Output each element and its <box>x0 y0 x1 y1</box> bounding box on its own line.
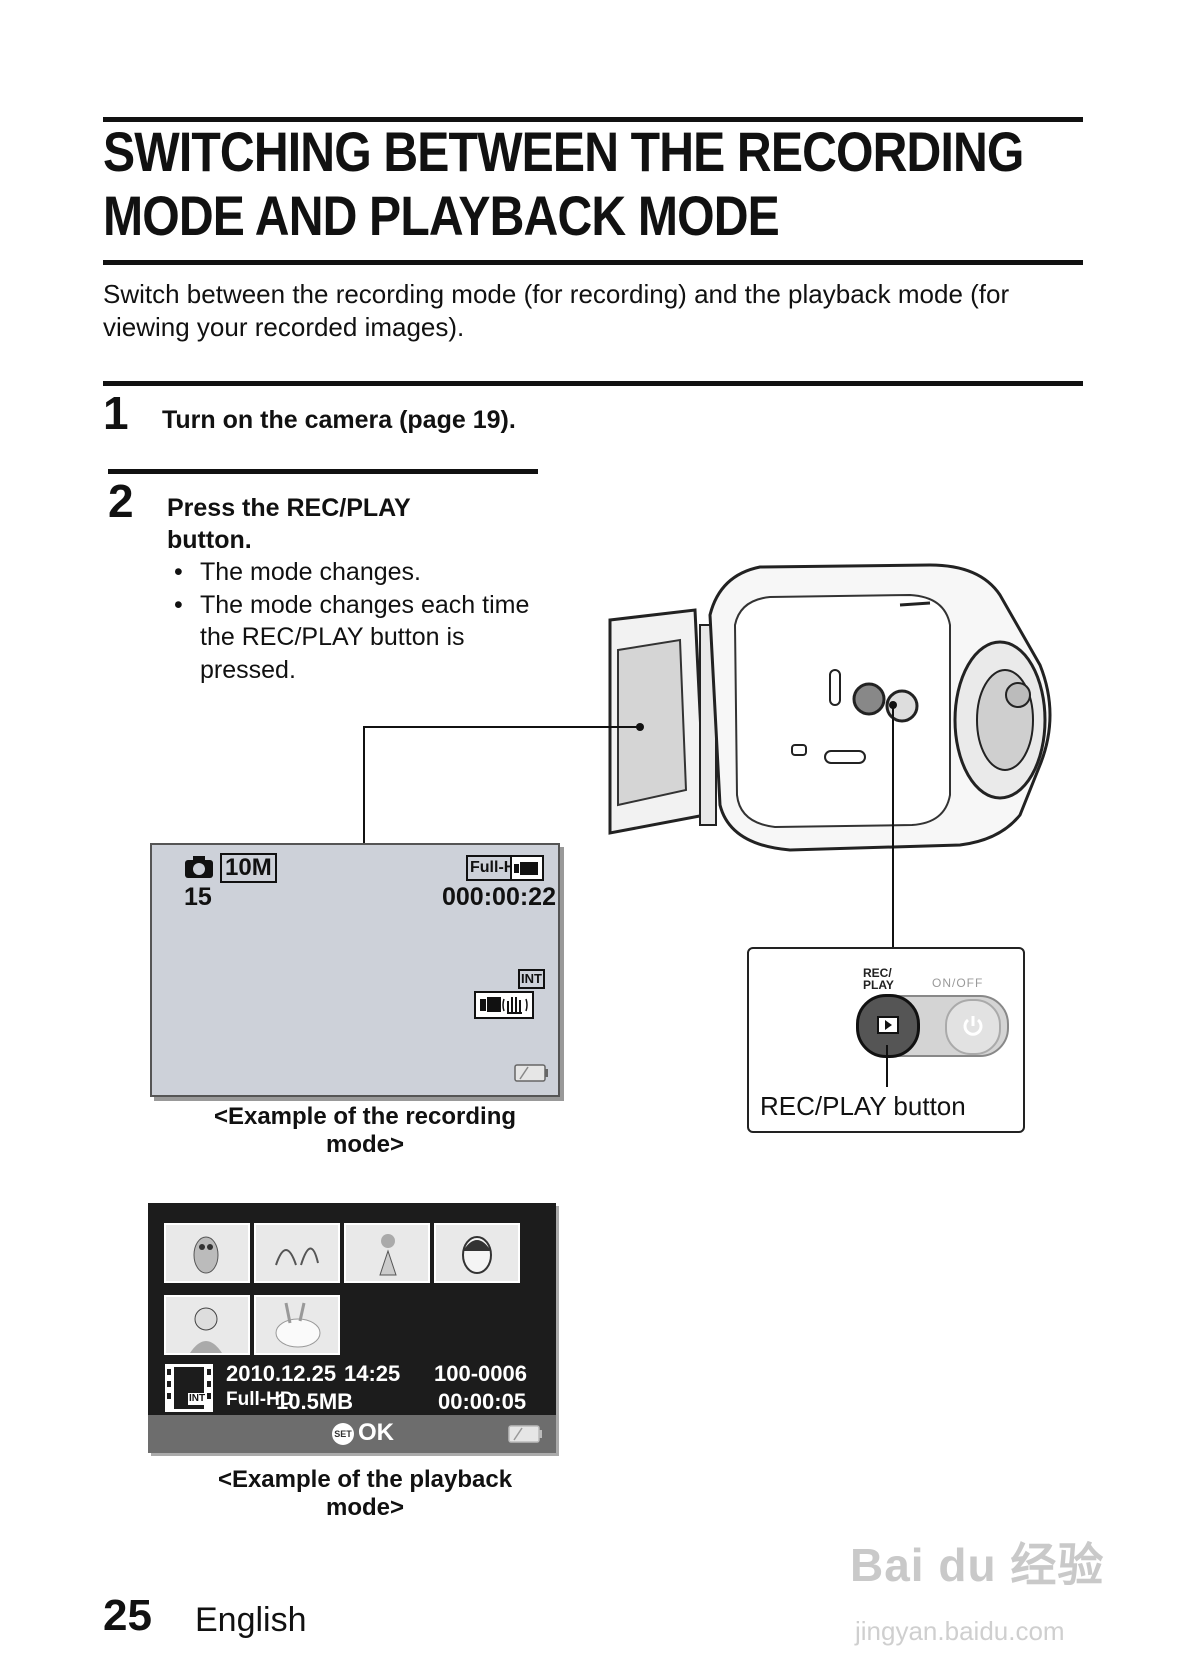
playback-caption-line2: mode> <box>325 1494 405 1521</box>
thumbnail-owl <box>164 1223 250 1283</box>
title-line-1: SWITCHING BETWEEN THE RECORDING <box>103 120 1024 183</box>
title-line-2: MODE AND PLAYBACK MODE <box>103 184 780 247</box>
power-callout-button <box>945 999 1001 1055</box>
baidu-watermark: Bai du 经验 <box>850 1539 1105 1591</box>
camera-port-1 <box>791 744 807 756</box>
recording-caption-line1: <Example of the recording <box>213 1103 517 1130</box>
playback-mode-screen: INT 2010.12.25 14:25 100-0006 Full-HD 10… <box>148 1203 556 1453</box>
camera-lcd-glass <box>617 638 688 807</box>
step1-rule <box>103 381 1083 386</box>
language-label: English <box>195 1601 307 1639</box>
thumbnail-woman <box>164 1295 250 1355</box>
step2-bullet-1: The mode changes. <box>170 556 550 589</box>
playback-file-size: 10.5MB <box>276 1389 354 1414</box>
step2-rule <box>108 469 538 474</box>
thumbnail-birds <box>254 1223 340 1283</box>
step1-text: Turn on the camera (page 19). <box>162 406 516 434</box>
recording-time-remaining: 000:00:22 <box>442 883 556 911</box>
playback-bottom-bar: SET OK <box>148 1415 556 1453</box>
camera-back-panel <box>733 593 951 829</box>
step2-text: Press the REC/PLAY button. <box>167 492 411 556</box>
camera-slot <box>829 669 841 706</box>
step2-number: 2 <box>108 475 134 527</box>
camera-illustration <box>608 563 1052 852</box>
camera-port-2 <box>824 750 866 764</box>
top-rule <box>103 117 1083 122</box>
thumbnail-portrait <box>434 1223 520 1283</box>
camera-rec-play-button <box>852 682 886 716</box>
recording-caption-line2: mode> <box>325 1131 405 1158</box>
title-bottom-rule <box>103 260 1083 265</box>
rec-play-callout-button <box>856 994 920 1058</box>
page-title: SWITCHING BETWEEN THE RECORDING MODE AND… <box>103 120 1024 248</box>
step2-bullets: The mode changes. The mode changes each … <box>170 556 550 686</box>
baidu-watermark-url: jingyan.baidu.com <box>855 1616 1065 1646</box>
play-icon <box>877 1016 899 1034</box>
film-strip-icon <box>165 1364 213 1412</box>
recording-mode-caption: <Example of the recording mode> <box>170 1103 560 1159</box>
step2-text-line2: button. <box>167 526 252 554</box>
step1-number: 1 <box>103 387 129 439</box>
resolution-badge: 10M <box>220 853 277 883</box>
camera-power-button <box>885 689 919 723</box>
callout-pointer-line <box>886 1045 888 1087</box>
internal-memory-badge: INT <box>518 969 545 989</box>
playback-file-number: 100-0006 <box>434 1361 527 1386</box>
playback-storage-badge: INT <box>188 1393 207 1405</box>
playback-mode-caption: <Example of the playback mode> <box>170 1466 560 1522</box>
playback-quality: Full-HD <box>226 1389 294 1410</box>
playback-time: 14:25 <box>344 1361 401 1386</box>
thumbnail-child <box>344 1223 430 1283</box>
page-number: 25 <box>103 1591 152 1640</box>
set-button-icon: SET <box>332 1423 354 1445</box>
ok-label: OK <box>358 1419 394 1446</box>
stabilizer-icon <box>474 991 534 1019</box>
camera-ridge <box>899 601 931 607</box>
playback-date: 2010.12.25 <box>226 1361 337 1386</box>
shots-remaining: 15 <box>184 883 212 911</box>
rec-play-label-bottom: PLAY <box>863 978 894 992</box>
step2-bullet-2: The mode changes each time the REC/PLAY … <box>170 589 540 687</box>
battery-icon <box>514 1064 548 1082</box>
power-icon <box>963 1016 983 1036</box>
rec-play-button-label: REC/PLAY button <box>760 1091 966 1121</box>
thumbnail-rabbit <box>254 1295 340 1355</box>
intro-paragraph: Switch between the recording mode (for r… <box>103 279 1010 342</box>
camera-lens-dot <box>1005 682 1031 708</box>
still-camera-icon <box>185 856 213 878</box>
recording-mode-screen: 10M 15 Full-HD 000:00:22 INT <box>150 843 560 1097</box>
on-off-label: ON/OFF <box>932 976 984 990</box>
playback-battery-icon <box>508 1425 542 1443</box>
playback-caption-line1: <Example of the playback <box>217 1466 513 1493</box>
playback-duration: 00:00:05 <box>438 1389 527 1414</box>
step2-text-line1: Press the REC/PLAY <box>167 494 411 522</box>
video-camera-icon <box>510 855 544 881</box>
rec-play-callout: REC/ PLAY ON/OFF <box>747 947 1025 1133</box>
rec-play-label-top: REC/ <box>863 966 892 980</box>
